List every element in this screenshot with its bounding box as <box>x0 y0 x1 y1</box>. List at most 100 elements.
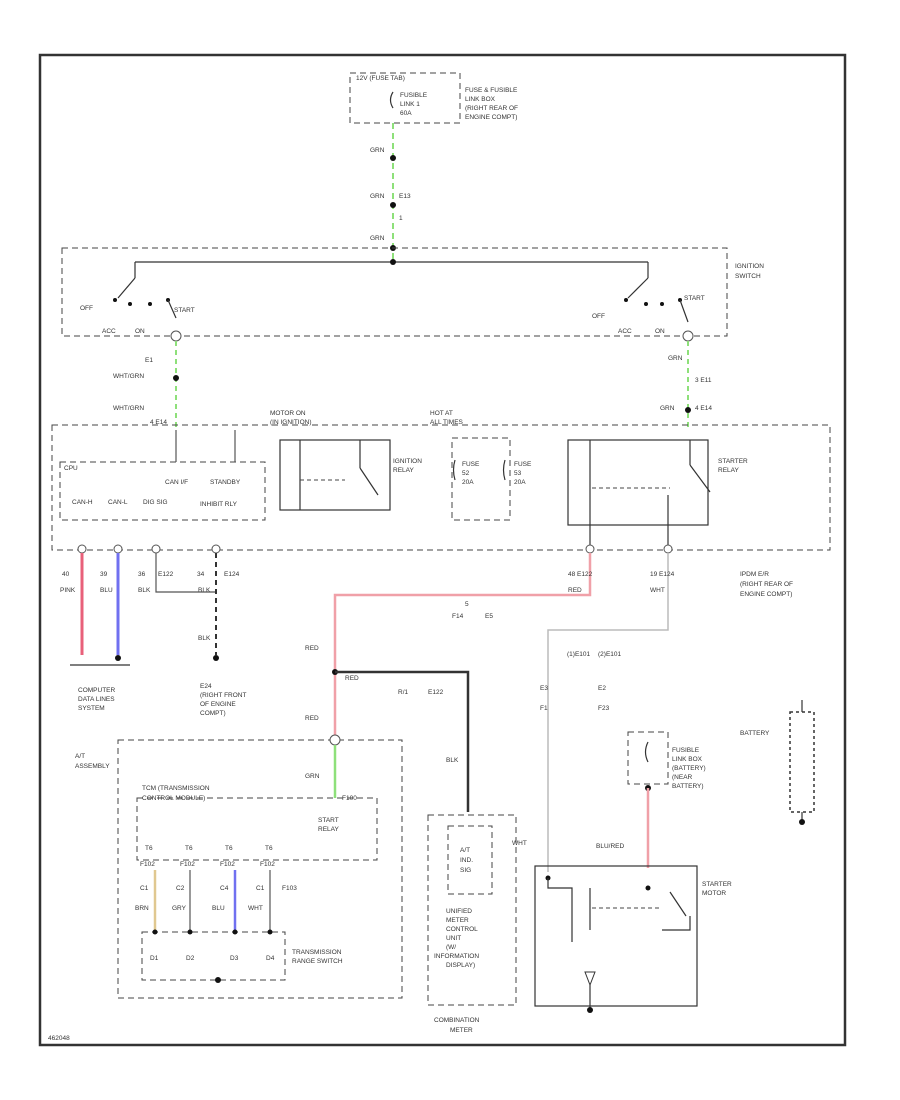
can-l: CAN-L <box>108 499 128 506</box>
pin-e1: E1 <box>145 357 153 364</box>
terminal <box>77 544 87 554</box>
splice-dot <box>390 259 396 265</box>
starter-motor-1: STARTER <box>702 881 732 888</box>
pin-40: 40 <box>62 571 70 578</box>
tcm-pin-3: T6 <box>225 845 233 852</box>
fuse-a-2: 52 <box>462 470 470 477</box>
ipdm-box <box>51 424 831 551</box>
pin-3-e11: 3 E11 <box>695 377 712 384</box>
ign-relay-1: IGNITION <box>393 458 422 465</box>
hot-at-2: ALL TIMES <box>430 419 464 426</box>
starter-relay-2: RELAY <box>718 467 739 474</box>
contact-dot <box>128 302 132 306</box>
wire-wht-grn: WHT/GRN <box>113 373 144 380</box>
wire-red-2: RED <box>345 675 359 682</box>
tcm-box <box>136 797 378 861</box>
wire-blu-2: BLU <box>212 905 225 912</box>
combo-meter-2: METER <box>450 1027 473 1034</box>
pin-c-4: C1 <box>256 885 265 892</box>
combo-meter-box <box>427 814 517 1006</box>
pin-36: 36 <box>138 571 146 578</box>
contact-dot <box>645 885 651 891</box>
wire-gry-label: GRY <box>172 905 187 912</box>
combo-meter-1: COMBINATION <box>434 1017 480 1024</box>
conn-e124: E124 <box>224 571 240 578</box>
wire-blk-r: BLK <box>446 757 459 764</box>
can-h: CAN-H <box>72 499 93 506</box>
range-sw-2: RANGE SWITCH <box>292 958 343 965</box>
fuse-bat-5: BATTERY) <box>672 783 704 790</box>
at-assembly-2: ASSEMBLY <box>75 763 110 770</box>
combo-unit-4: UNIT <box>446 935 461 942</box>
diagram-frame <box>38 53 847 1047</box>
starter-relay-1: STARTER <box>718 458 748 465</box>
contact-dot <box>148 302 152 306</box>
contact-dot <box>232 929 238 935</box>
fuse-bat-3: (BATTERY) <box>672 765 706 772</box>
starter-solenoid-wire <box>547 878 573 942</box>
battery-symbol <box>789 711 815 813</box>
wire-wht-2: WHT <box>248 905 263 912</box>
on-left: ON <box>135 328 145 335</box>
tcm-pin-1: T6 <box>145 845 153 852</box>
ign-left-blade <box>117 277 136 299</box>
wire-brn-label: BRN <box>135 905 149 912</box>
starter-relay-blade <box>689 464 711 493</box>
splice-dot <box>685 407 691 413</box>
conn-e5: E5 <box>485 613 493 620</box>
terminal <box>151 544 161 554</box>
wire-red-3: RED <box>305 715 319 722</box>
tcm-1: TCM (TRANSMISSION <box>142 785 210 792</box>
wire-red-main <box>333 553 592 735</box>
range-d2: D2 <box>186 955 195 962</box>
fuse-b-2: 53 <box>514 470 522 477</box>
ground-e24-3: OF ENGINE <box>200 701 236 708</box>
wire-red-right: RED <box>568 587 582 594</box>
conn-r1: R/1 <box>398 689 409 696</box>
combo-inner-3: SIG <box>460 867 471 874</box>
fuse-top-loc-1: FUSE & FUSIBLE <box>465 87 518 94</box>
ignition-switch-box <box>61 247 728 337</box>
fuse-top-loc-2: LINK BOX <box>465 96 496 103</box>
fuse-b-3: 20A <box>514 479 526 486</box>
figure-id: 462048 <box>48 1035 70 1042</box>
fuse-pair-box <box>451 437 511 521</box>
combo-inner-2: IND. <box>460 857 473 864</box>
comp-data-2: DATA LINES <box>78 696 115 703</box>
wire-wht-grn-2: WHT/GRN <box>113 405 144 412</box>
can-if-label: CAN I/F <box>165 479 188 486</box>
wire-blu-red-label: BLU/RED <box>596 843 624 850</box>
wire-wht: WHT <box>650 587 665 594</box>
pin-4-e14-r: 4 E14 <box>695 405 712 412</box>
wire-grn-label-1: GRN <box>370 147 385 154</box>
pin-c-2: C2 <box>176 885 185 892</box>
fuse-top-line2: LINK 1 <box>400 101 420 108</box>
start-left: START <box>174 307 195 314</box>
range-sw-1: TRANSMISSION <box>292 949 342 956</box>
pin-34: 34 <box>197 571 205 578</box>
fuse-top-loc-4: ENGINE COMPT) <box>465 114 517 121</box>
ground-dot <box>213 655 219 661</box>
tcm-pin-2: T6 <box>185 845 193 852</box>
fuse-bat-symbol <box>644 741 649 763</box>
off-left: OFF <box>80 305 93 312</box>
range-d3: D3 <box>230 955 239 962</box>
conn-e3: E3 <box>540 685 548 692</box>
ign-right-start-lead <box>679 299 689 323</box>
combo-meter-inner <box>447 825 493 895</box>
at-assembly-box <box>117 739 403 999</box>
comp-data-3: SYSTEM <box>78 705 105 712</box>
terminal <box>170 330 182 342</box>
terminal <box>113 544 123 554</box>
wire-red-1: RED <box>305 645 319 652</box>
wht-right: WHT <box>512 840 527 847</box>
ipdm-name-2: (RIGHT REAR OF <box>740 581 793 588</box>
fuse-bat-box <box>627 731 669 785</box>
battery-ground <box>799 819 805 825</box>
wire-grn-label-3: GRN <box>370 235 385 242</box>
terminal <box>663 544 673 554</box>
splice-dot <box>390 155 396 161</box>
motor-ground <box>587 1007 593 1013</box>
pin-grn: GRN <box>668 355 683 362</box>
